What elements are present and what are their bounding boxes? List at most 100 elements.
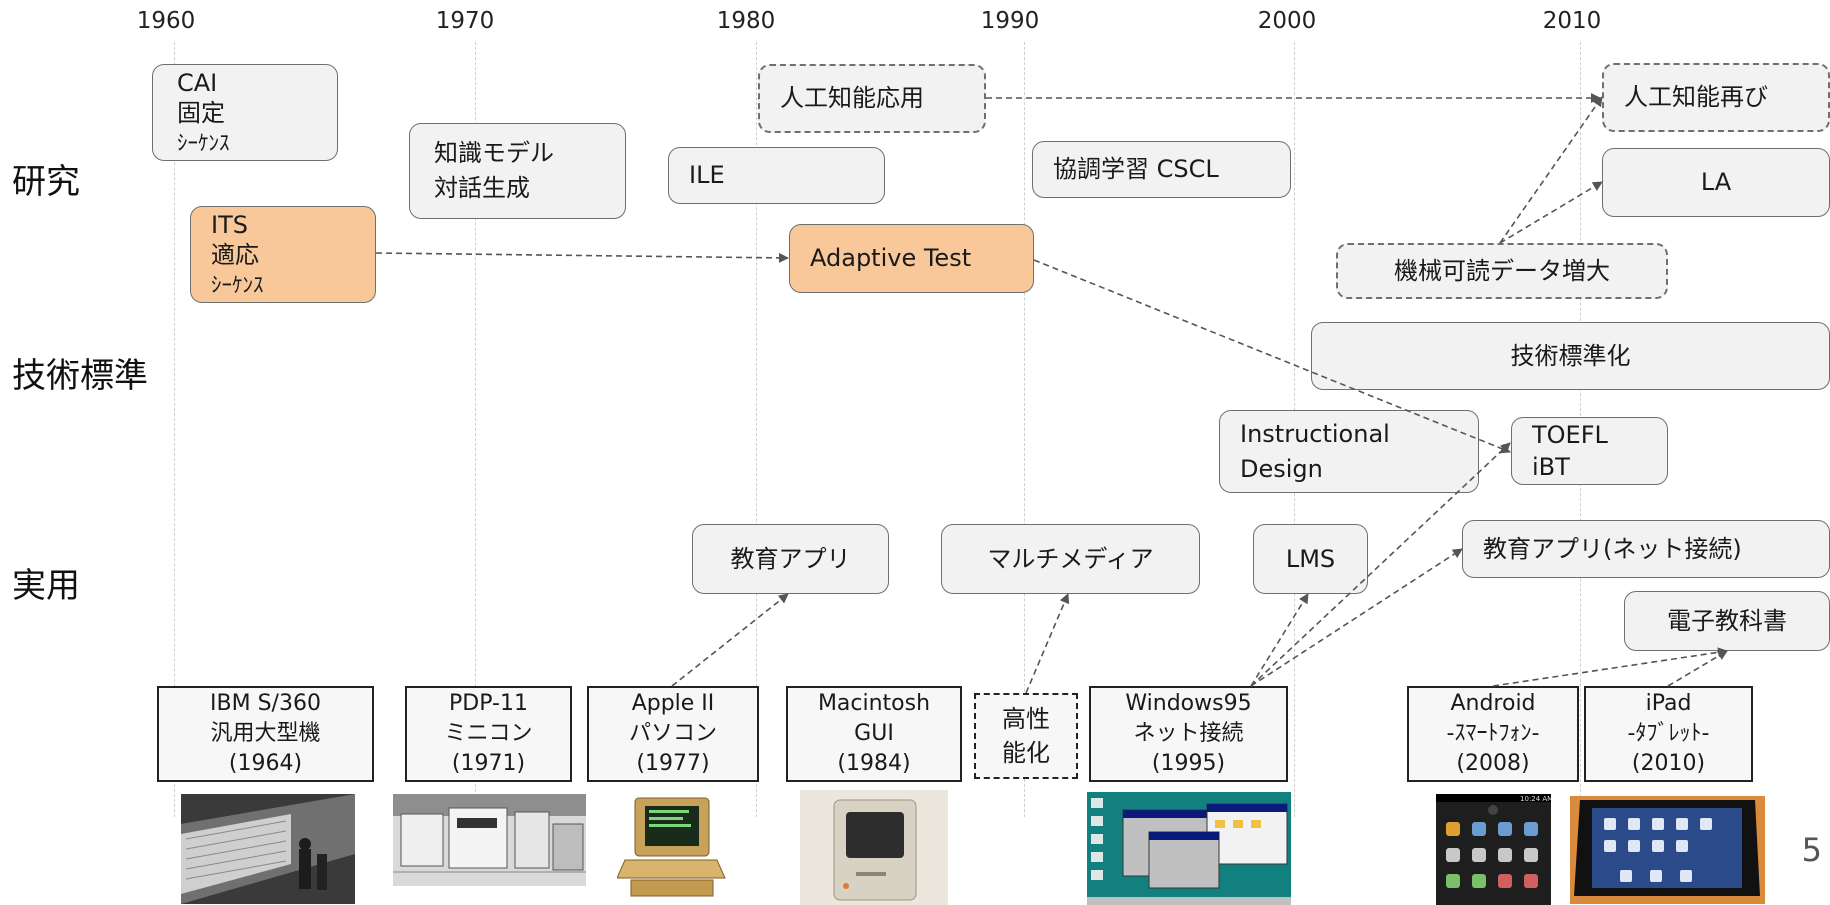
machine-type: -ｽﾏｰﾄﾌｫﾝ-: [1446, 721, 1540, 746]
machine-name: Apple II: [631, 691, 715, 716]
machine-android: Android -ｽﾏｰﾄﾌｫﾝ- (2008): [1407, 686, 1579, 782]
machine-name: IBM S/360: [210, 691, 321, 716]
perf-line1: 高性: [1002, 705, 1050, 733]
toefl-line1: TOEFL: [1532, 421, 1608, 449]
machine-type: GUI: [854, 721, 894, 746]
digital-textbook-box: 電子教科書: [1624, 591, 1830, 651]
multimedia-label: マルチメディア: [987, 544, 1154, 573]
knowledge-line1: 知識モデル: [434, 139, 554, 167]
machine-year: (1964): [228, 751, 303, 776]
machine-readable-data-box: 機械可読データ増大: [1336, 243, 1668, 299]
cscl-box: 協調学習 CSCL: [1032, 141, 1291, 198]
machine-type: ネット接続: [1133, 721, 1244, 746]
standardization-label: 技術標準化: [1510, 341, 1631, 370]
year-label: 2010: [1542, 8, 1602, 34]
android-photo: 10:24 AM: [1436, 794, 1551, 905]
year-label: 1960: [136, 8, 196, 34]
ai-again-box: 人工知能再び: [1602, 63, 1830, 132]
year-label: 2000: [1257, 8, 1317, 34]
edu-app-net-box: 教育アプリ(ネット接続): [1462, 520, 1830, 578]
cai-box: CAI 固定 ｼｰｹﾝｽ: [152, 64, 338, 161]
its-box: ITS 適応 ｼｰｹﾝｽ: [190, 206, 376, 303]
machine-year: (1977): [636, 751, 710, 776]
machine-ipad: iPad -ﾀﾌﾞﾚｯﾄ- (2010): [1584, 686, 1753, 782]
knowledge-model-box: 知識モデル 対話生成: [409, 123, 626, 219]
decade-line: [475, 42, 476, 817]
decade-line: [1024, 42, 1025, 817]
ibm-s360-photo: [181, 794, 355, 904]
machine-year: (2010): [1631, 751, 1706, 776]
arrow-win95-to-edu-app-net: [1250, 548, 1463, 687]
machine-ibm-s360: IBM S/360 汎用大型機 (1964): [157, 686, 374, 782]
multimedia-box: マルチメディア: [941, 524, 1200, 594]
adaptive-test-label: Adaptive Test: [810, 244, 972, 272]
machine-year: (2008): [1456, 751, 1530, 776]
arrow-ipad-to-textbook: [1667, 650, 1728, 687]
ile-box: ILE: [668, 147, 885, 204]
performance-increase-box: 高性 能化: [974, 693, 1078, 779]
instructional-design-line2: Design: [1240, 454, 1323, 483]
its-line2: 適応: [211, 240, 259, 269]
windows95-photo: [1087, 792, 1291, 905]
adaptive-test-box: Adaptive Test: [789, 224, 1034, 293]
ai-again-label: 人工知能再び: [1624, 83, 1768, 111]
decade-line: [174, 42, 175, 817]
arrow-win95-to-toefl: [1250, 442, 1511, 687]
instructional-design-line1: Instructional: [1240, 419, 1390, 448]
la-box: LA: [1602, 148, 1830, 217]
arrow-its-to-adaptive: [375, 252, 789, 263]
ile-label: ILE: [689, 161, 725, 189]
perf-line2: 能化: [1002, 739, 1050, 767]
arrow-mrdata-to-la: [1499, 181, 1603, 244]
its-line3: ｼｰｹﾝｽ: [211, 272, 264, 297]
machine-apple2: Apple II パソコン (1977): [587, 686, 759, 782]
machine-name: Windows95: [1125, 691, 1252, 716]
digital-textbook-label: 電子教科書: [1667, 606, 1787, 635]
machine-type: 汎用大型機: [210, 721, 321, 746]
machine-name: Android: [1450, 691, 1536, 716]
instructional-design-box: Instructional Design: [1219, 410, 1479, 493]
machine-windows95: Windows95 ネット接続 (1995): [1089, 686, 1288, 782]
machine-year: (1984): [837, 751, 911, 776]
apple2-photo: [617, 794, 727, 902]
toefl-box: TOEFL iBT: [1511, 417, 1668, 485]
machine-year: (1971): [451, 751, 526, 776]
arrow-adaptive-to-toefl: [1033, 259, 1511, 454]
row-label-research: 研究: [12, 162, 80, 202]
row-label-practice: 実用: [12, 566, 80, 606]
arrow-android-to-textbook: [1492, 647, 1728, 687]
ai-application-label: 人工知能応用: [780, 84, 924, 112]
arrow-perf-to-multimedia: [1025, 593, 1070, 694]
arrow-apple2-to-edu-app: [671, 593, 789, 687]
macintosh-photo: [800, 790, 948, 905]
its-title: ITS: [211, 210, 248, 239]
year-label: 1990: [980, 8, 1040, 34]
page-number: 5: [1801, 831, 1822, 869]
lms-box: LMS: [1253, 524, 1368, 594]
standardization-box: 技術標準化: [1311, 322, 1830, 390]
machine-year: (1995): [1151, 751, 1226, 776]
edu-app-net-label: 教育アプリ(ネット接続): [1483, 534, 1742, 563]
arrow-mrdata-to-ai-again: [1499, 96, 1603, 244]
machine-name: Macintosh: [817, 691, 931, 716]
toefl-line2: iBT: [1532, 453, 1570, 481]
machine-name: iPad: [1645, 691, 1692, 716]
machine-macintosh: Macintosh GUI (1984): [786, 686, 962, 782]
pdp11-photo: [393, 794, 586, 886]
edu-app-label: 教育アプリ: [730, 544, 851, 573]
status-bar-time: 10:24 AM: [1520, 795, 1551, 803]
cscl-label: 協調学習 CSCL: [1053, 155, 1219, 183]
machine-readable-data-label: 機械可読データ増大: [1394, 256, 1610, 285]
cai-line2: 固定: [177, 98, 225, 127]
edu-app-box: 教育アプリ: [692, 524, 889, 594]
machine-type: -ﾀﾌﾞﾚｯﾄ-: [1627, 721, 1710, 746]
year-label: 1970: [435, 8, 495, 34]
row-label-standards: 技術標準: [12, 356, 148, 396]
knowledge-line2: 対話生成: [434, 174, 530, 202]
machine-name: PDP-11: [449, 691, 528, 716]
machine-type: パソコン: [628, 721, 717, 746]
decade-line: [756, 42, 757, 817]
ai-application-box: 人工知能応用: [758, 64, 986, 133]
year-label: 1980: [716, 8, 776, 34]
cai-line3: ｼｰｹﾝｽ: [177, 130, 230, 155]
